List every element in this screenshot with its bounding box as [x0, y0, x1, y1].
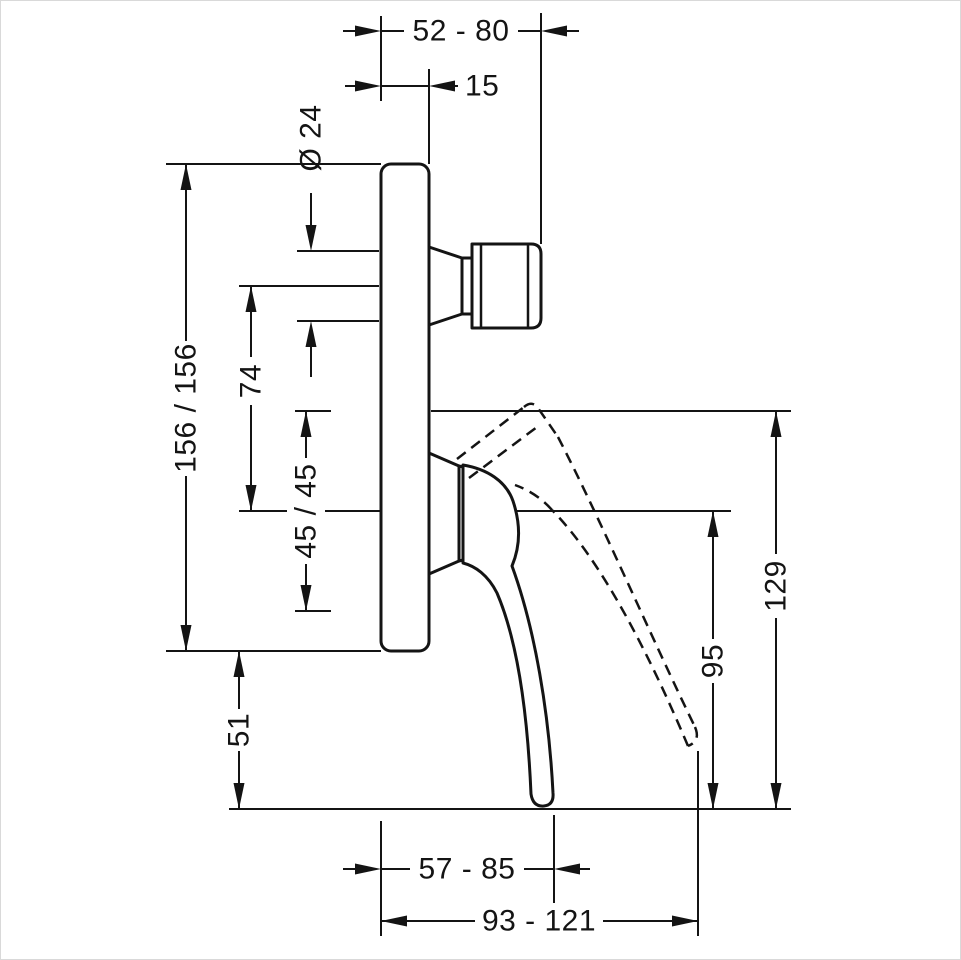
dashed-shoulder-outer	[456, 406, 525, 460]
connector-cone	[427, 245, 464, 327]
dim-arrow	[305, 321, 317, 347]
dim-arrow	[180, 625, 192, 651]
dimension-lower-span: 51	[223, 651, 256, 809]
dim-arrow	[233, 651, 245, 677]
dim-arrow	[770, 411, 782, 437]
dimension-upper-span: 74	[235, 286, 268, 511]
dim-arrow	[541, 25, 567, 37]
dim-arrow	[355, 863, 381, 875]
dim-arrow	[707, 511, 719, 537]
dimension-total-drop: 129	[760, 411, 793, 809]
dim-label-top-width: 52 - 80	[413, 15, 510, 48]
dashed-blade-upper-edge	[556, 436, 697, 728]
dim-arrow	[180, 164, 192, 190]
dim-arrow	[245, 485, 257, 511]
dim-label-plate-depth: 15	[465, 70, 499, 103]
dim-arrow	[554, 863, 580, 875]
connector-knob	[470, 242, 543, 330]
dim-arrow	[233, 783, 245, 809]
dimension-top-width: 52 - 80	[343, 15, 579, 48]
dim-arrow	[355, 80, 381, 92]
dim-label-reach-closed: 57 - 85	[419, 853, 516, 886]
escutcheon-plate	[379, 162, 431, 653]
dimension-reach-open: 93 - 121	[381, 905, 698, 938]
handle-hub-cone	[427, 451, 461, 576]
dimension-spindle-diameter: Ø 24	[295, 104, 328, 377]
dim-label-spindle-diameter: Ø 24	[295, 104, 328, 171]
dim-arrow	[672, 915, 698, 927]
dim-label-upper-span: 74	[235, 364, 268, 398]
dashed-top-corner	[523, 402, 560, 438]
dim-label-lever-drop: 95	[697, 644, 730, 678]
dim-arrow	[300, 585, 312, 611]
dim-arrow	[355, 25, 381, 37]
dim-arrow	[381, 915, 407, 927]
dimension-lever-drop: 95	[697, 511, 730, 809]
dashed-blade-root	[514, 483, 553, 511]
dimension-plate-depth: 15	[345, 70, 499, 103]
dashed-shoulder-inner	[468, 426, 538, 479]
dimension-reach-closed: 57 - 85	[343, 853, 590, 886]
dim-label-reach-open: 93 - 121	[482, 905, 596, 938]
dimension-axis-span: 45 / 45	[290, 411, 323, 611]
dim-arrow	[770, 783, 782, 809]
dim-arrow	[707, 783, 719, 809]
lever-handle-open-dashed	[456, 402, 699, 748]
dashed-blade-tip	[687, 726, 699, 748]
dim-arrow	[429, 80, 455, 92]
dim-label-lower-span: 51	[223, 713, 256, 747]
dim-label-axis-span: 45 / 45	[290, 463, 323, 558]
mixer-body	[379, 162, 555, 808]
dim-label-plate-size: 156 / 156	[170, 343, 203, 473]
reference-lines	[166, 13, 791, 936]
dim-label-total-drop: 129	[760, 560, 793, 612]
dashed-blade-lower-edge	[551, 509, 690, 747]
dimension-plate-size: 156 / 156	[170, 164, 203, 651]
lever-handle-closed	[461, 463, 555, 808]
dim-arrow	[300, 411, 312, 437]
dim-arrow	[305, 225, 317, 251]
dim-arrow	[245, 286, 257, 312]
